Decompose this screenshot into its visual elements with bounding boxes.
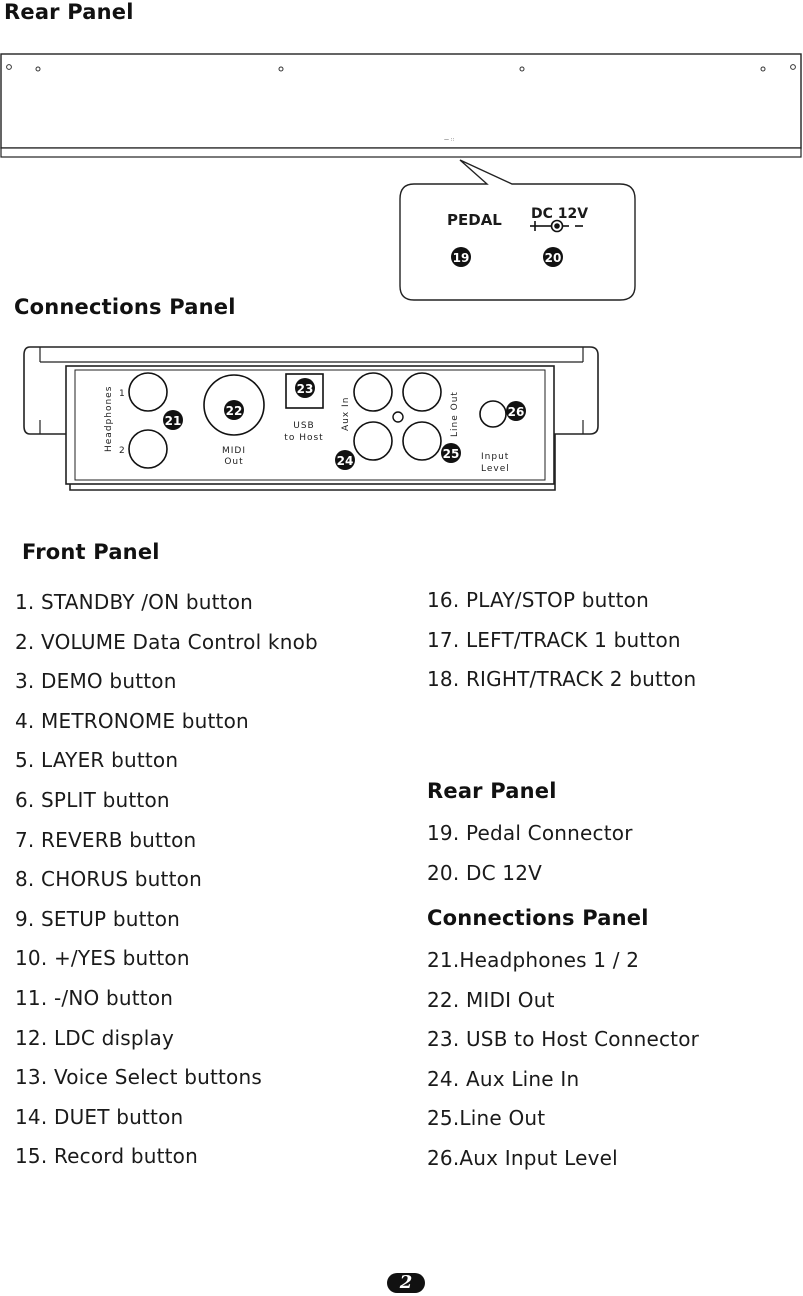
line-out-jack-top xyxy=(402,372,442,412)
headphone-jack-2 xyxy=(128,429,168,469)
callout-badge-20 xyxy=(543,247,563,267)
badge-22-text: 22 xyxy=(226,404,243,418)
front-panel-heading: Front Panel xyxy=(22,540,160,564)
rear-panel-heading: Rear Panel xyxy=(4,0,134,24)
input-level-label-1: Input xyxy=(481,452,509,462)
list-item: 1. STANDBY /ON button xyxy=(15,590,254,614)
list-item: 25.Line Out xyxy=(427,1106,546,1131)
screw-hole xyxy=(6,64,12,70)
list-item: 4. METRONOME button xyxy=(15,708,249,733)
line-out-jack-bottom xyxy=(402,421,442,461)
headphones-label: Headphones xyxy=(104,386,114,452)
list-item: 20. DC 12V xyxy=(427,860,543,885)
rear-panel-body xyxy=(0,53,802,149)
aux-in-jack-bottom xyxy=(353,421,393,461)
rear-panel-base-strip xyxy=(0,147,802,158)
connections-panel-heading: Connections Panel xyxy=(14,295,236,319)
connections-legend-list: 21.Headphones 1 / 2 22. MIDI Out 23. USB… xyxy=(427,950,699,1188)
aux-in-label: Aux In xyxy=(341,397,351,431)
list-item: 7. REVERB button xyxy=(15,827,197,852)
headphone-jack-1 xyxy=(128,372,168,412)
panel-led xyxy=(392,411,404,423)
list-item: 23. USB to Host Connector xyxy=(427,1027,700,1052)
headphone-2-label: 2 xyxy=(119,446,125,456)
list-item: 13. Voice Select buttons xyxy=(15,1065,262,1090)
connections-legend-heading: Connections Panel xyxy=(427,906,649,930)
list-item: 2. VOLUME Data Control knob xyxy=(15,629,318,654)
list-item: 22. MIDI Out xyxy=(427,987,555,1012)
dc-label: DC 12V xyxy=(531,206,588,222)
midi-label-2: Out xyxy=(224,457,243,467)
list-item: 12. LDC display xyxy=(15,1025,175,1050)
list-item: 24. Aux Line In xyxy=(427,1066,580,1091)
list-item: 9. SETUP button xyxy=(15,906,181,931)
rear-panel-diagram: — ∷ PEDAL DC 12V 19 20 xyxy=(0,53,802,301)
rear-legend-list: 19. Pedal Connector 20. DC 12V xyxy=(427,823,633,902)
badge-26-text: 26 xyxy=(508,405,525,419)
list-item: 8. CHORUS button xyxy=(15,867,202,892)
badge-21-text: 21 xyxy=(165,414,182,428)
list-item: 16. PLAY/STOP button xyxy=(427,588,649,612)
list-item: 5. LAYER button xyxy=(15,748,179,773)
list-item: 10. +/YES button xyxy=(15,946,190,971)
input-level-knob xyxy=(479,400,507,428)
list-item: 15. Record button xyxy=(15,1144,198,1169)
connections-panel-diagram: Headphones 1 2 21 22 MIDI Out 23 USB to … xyxy=(23,346,599,491)
callout-badge-20-text: 20 xyxy=(545,251,562,265)
dc-polarity-icon xyxy=(530,219,583,233)
input-level-label-2: Level xyxy=(481,464,510,474)
screw-hole xyxy=(519,66,525,72)
headphone-1-label: 1 xyxy=(119,389,125,399)
rear-legend-heading: Rear Panel xyxy=(427,779,557,803)
list-item: 26.Aux Input Level xyxy=(427,1145,618,1170)
aux-in-jack-top xyxy=(353,372,393,412)
list-item: 21.Headphones 1 / 2 xyxy=(427,948,640,972)
callout-bubble xyxy=(399,159,636,301)
screw-hole xyxy=(278,66,284,72)
badge-25-text: 25 xyxy=(443,447,460,461)
list-item: 19. Pedal Connector xyxy=(427,821,633,845)
midi-label-1: MIDI xyxy=(222,446,246,456)
callout-badge-19 xyxy=(451,247,471,267)
list-item: 6. SPLIT button xyxy=(15,787,170,812)
list-item: 3. DEMO button xyxy=(15,669,177,694)
list-item: 14. DUET button xyxy=(15,1104,184,1129)
rear-tiny-label: — ∷ xyxy=(444,137,454,143)
list-item: 17. LEFT/TRACK 1 button xyxy=(427,627,681,652)
front-panel-list-right: 16. PLAY/STOP button 17. LEFT/TRACK 1 bu… xyxy=(427,590,696,709)
page-number: 2 xyxy=(387,1273,425,1293)
screw-hole xyxy=(790,64,796,70)
list-item: 18. RIGHT/TRACK 2 button xyxy=(427,667,697,692)
badge-24-text: 24 xyxy=(337,454,354,468)
usb-label-1: USB xyxy=(293,421,314,431)
screw-hole xyxy=(35,66,41,72)
screw-hole xyxy=(760,66,766,72)
usb-label-2: to Host xyxy=(284,433,323,443)
callout-badge-19-text: 19 xyxy=(453,251,470,265)
list-item: 11. -/NO button xyxy=(15,985,174,1010)
pedal-label: PEDAL xyxy=(447,211,502,229)
line-out-label: Line Out xyxy=(450,391,460,437)
badge-23-text: 23 xyxy=(297,382,314,396)
front-panel-list-left: 1. STANDBY /ON button 2. VOLUME Data Con… xyxy=(15,592,318,1186)
